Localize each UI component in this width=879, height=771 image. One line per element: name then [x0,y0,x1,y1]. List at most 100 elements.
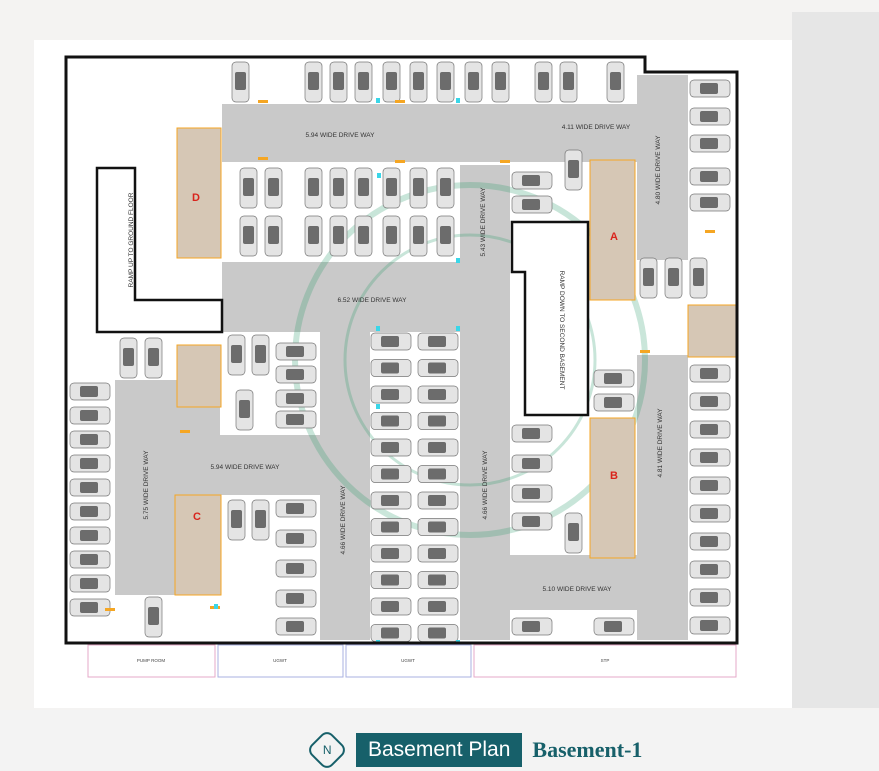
car-icon [417,597,459,616]
car-icon [304,215,323,257]
marker-orange [640,350,650,353]
car-icon [689,193,731,212]
utility-strip: PUMP ROOM UGWT UGWT STP [87,644,737,678]
ugwt-label-2: UGWT [401,658,415,663]
car-icon [275,410,317,429]
car-icon [275,559,317,578]
car-icon [436,167,455,209]
car-icon [689,167,731,186]
car-icon [382,61,401,103]
core-block [687,304,737,358]
car-icon [329,167,348,209]
core-block [176,344,222,408]
car-icon [689,448,731,467]
marker-orange [258,157,268,160]
marker-orange [105,608,115,611]
car-icon [511,171,553,190]
car-icon [275,617,317,636]
car-icon [69,478,111,497]
driveway-label-top: 5.94 WIDE DRIVE WAY [306,132,376,139]
car-icon [69,454,111,473]
car-icon [417,359,459,377]
car-icon [264,167,283,209]
car-icon [689,257,708,299]
core-label-b: B [610,470,618,482]
car-icon [144,337,163,379]
car-icon [689,476,731,495]
core-label-a: A [610,231,618,243]
cores [174,127,737,596]
car-icon [69,382,111,401]
car-icon [144,596,163,638]
driveway-label-col-right: 4.66 WIDE DRIVE WAY [482,450,489,520]
car-icon [370,438,412,457]
car-icon [511,424,553,443]
car-icon [354,167,373,209]
marker-cyan [377,173,381,178]
marker-cyan [456,258,460,263]
plan-level: Basement-1 [532,737,643,762]
car-icon [370,465,412,483]
driveway-label-right-lower: 4.81 WIDE DRIVE WAY [657,408,664,478]
car-icon [69,406,111,425]
marker-orange [395,160,405,163]
car-icon [511,454,553,473]
car-icon [417,624,459,642]
parking-cars [69,61,731,642]
pump-room-label: PUMP ROOM [137,658,165,663]
car-icon [370,385,412,404]
driveway-label-left: 5.75 WIDE DRIVE WAY [143,450,150,520]
core-block [176,127,222,259]
car-icon [69,550,111,569]
car-icon [689,420,731,439]
core-block [174,494,222,596]
driveway-label-middle: 6.52 WIDE DRIVE WAY [338,297,408,304]
car-icon [370,624,412,642]
car-icon [227,499,246,541]
marker-cyan [376,404,380,409]
car-icon [409,61,428,103]
driveway-label-bottom-right: 5.10 WIDE DRIVE WAY [543,586,613,593]
car-icon [251,499,270,541]
car-icon [664,257,683,299]
car-icon [689,134,731,153]
car-icon [231,61,250,103]
car-icon [235,389,254,431]
car-icon [264,215,283,257]
ramp-up: RAMP UP TO GROUND FLOOR [95,166,224,334]
car-icon [593,369,635,388]
car-icon [593,617,635,636]
car-icon [639,257,658,299]
car-icon [689,107,731,126]
car-icon [275,589,317,608]
car-icon [417,438,459,457]
core-block [589,159,636,301]
car-icon [606,61,625,103]
marker-cyan [376,326,380,331]
car-icon [251,334,270,376]
marker-cyan [456,98,460,103]
car-icon [370,491,412,510]
driveway-area [222,104,688,162]
car-icon [409,215,428,257]
car-icon [491,61,510,103]
north-label: N [322,742,332,757]
driveway-label-center: 5.43 WIDE DRIVE WAY [480,187,487,257]
car-icon [304,167,323,209]
side-strip [792,12,879,708]
marker-orange [180,430,190,433]
car-icon [239,167,258,209]
car-icon [417,544,459,563]
core-label-c: C [193,511,201,523]
marker-orange [705,230,715,233]
car-icon [564,149,583,191]
car-icon [689,616,731,635]
car-icon [417,518,459,536]
car-icon [417,571,459,589]
car-icon [304,61,323,103]
car-icon [370,571,412,589]
ramp-down: RAMP DOWN TO SECOND BASEMENT [510,220,590,417]
car-icon [511,512,553,531]
driveway-area [637,75,688,260]
